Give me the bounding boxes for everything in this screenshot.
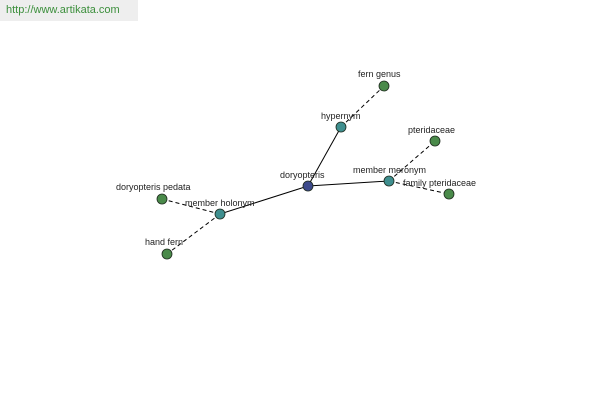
edge-member_meronym-family_pteridaceae — [388, 180, 450, 195]
edge-member_meronym-pteridaceae — [388, 140, 436, 182]
node-fern_genus[interactable] — [378, 80, 390, 92]
node-hand_fern[interactable] — [161, 248, 173, 260]
node-doryopteris_pedata[interactable] — [156, 193, 168, 205]
site-banner: http://www.artikata.com — [0, 0, 138, 21]
node-label-member_holonym[interactable]: member holonym — [185, 198, 255, 208]
node-label-member_meronym[interactable]: member meronym — [353, 165, 426, 175]
node-family_pteridaceae[interactable] — [443, 188, 455, 200]
node-label-family_pteridaceae[interactable]: family pteridaceae — [403, 178, 476, 188]
node-member_meronym[interactable] — [383, 175, 395, 187]
edge-doryopteris-hypernym — [307, 126, 342, 187]
node-label-doryopteris_pedata[interactable]: doryopteris pedata — [116, 182, 191, 192]
node-label-doryopteris[interactable]: doryopteris — [280, 170, 325, 180]
edge-hypernym-fern_genus — [340, 85, 385, 128]
node-label-pteridaceae[interactable]: pteridaceae — [408, 125, 455, 135]
node-pteridaceae[interactable] — [429, 135, 441, 147]
node-label-hand_fern[interactable]: hand fern — [145, 237, 183, 247]
node-label-fern_genus[interactable]: fern genus — [358, 69, 401, 79]
edge-doryopteris-member_meronym — [307, 180, 390, 187]
node-hypernym[interactable] — [335, 121, 347, 133]
edge-member_holonym-hand_fern — [166, 213, 221, 255]
edge-doryopteris-member_holonym — [219, 185, 309, 215]
node-label-hypernym[interactable]: hypernym — [321, 111, 361, 121]
graph-edges — [161, 85, 450, 255]
graph-labels: doryopteris hypernym member meronym member … — [116, 69, 476, 247]
edge-member_holonym-doryopteris_pedata — [161, 198, 221, 215]
node-doryopteris[interactable] — [302, 180, 314, 192]
graph-nodes — [156, 80, 455, 260]
site-url-link[interactable]: http://www.artikata.com — [6, 4, 120, 16]
node-member_holonym[interactable] — [214, 208, 226, 220]
